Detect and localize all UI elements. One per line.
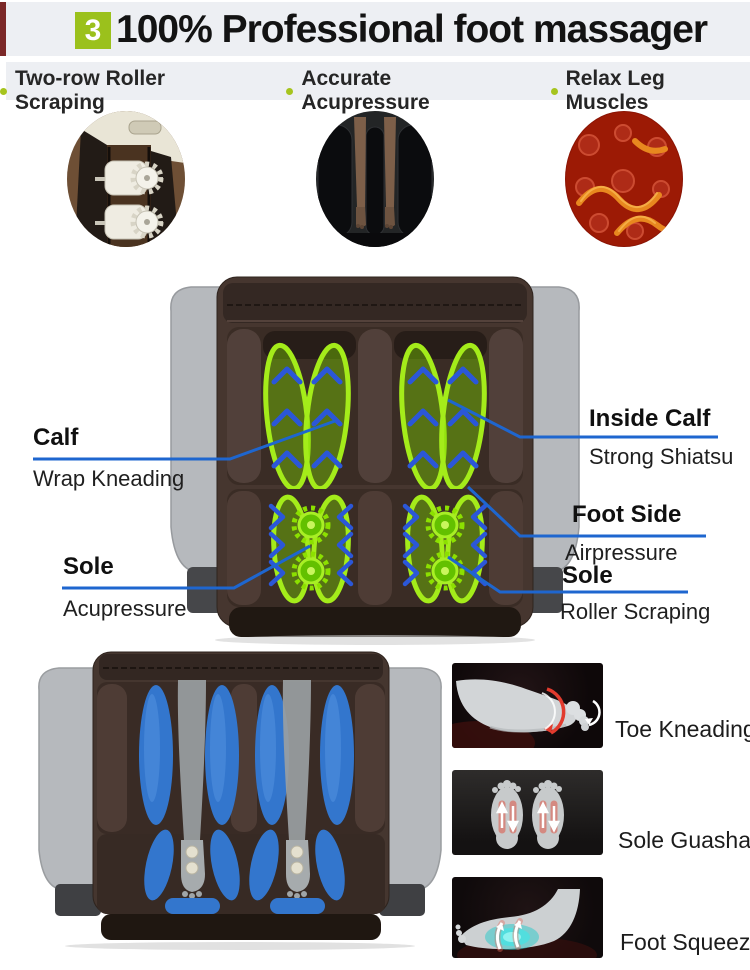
callout-lines [33, 398, 718, 594]
toe-kneading-photo [452, 663, 603, 748]
calf-leg-massager-photo [316, 111, 434, 247]
squeeze-arrows-icon [495, 920, 522, 950]
toe-kneading-graphic [452, 679, 601, 748]
roller-mechanism-photo [67, 111, 185, 247]
callout-calf-title: Calf [33, 424, 79, 451]
sole-guasha-label: Sole Guasha [618, 827, 750, 853]
blood-cells-graphic [565, 111, 683, 247]
callout-foot-side-subtitle: Airpressure [565, 540, 678, 565]
foot-squeeze-photo [452, 877, 603, 958]
white-roller-icon [95, 204, 164, 240]
callout-sole-right-subtitle: Roller Scraping [560, 599, 711, 624]
roller-mechanism-graphic [67, 111, 185, 247]
callout-inside-calf-title: Inside Calf [589, 405, 711, 432]
blood-circulation-photo [565, 111, 683, 247]
ankle-rollers-icon [185, 845, 304, 875]
airbag-massager-photo [38, 651, 442, 950]
blood-cells-icon [575, 124, 670, 240]
callout-foot-side-title: Foot Side [572, 501, 682, 528]
foot-side-callout-line [466, 485, 706, 538]
sole-guasha-graphic [491, 780, 564, 849]
legs-xray-icon [177, 680, 311, 899]
feature-list: Two-row Roller Scraping Accurate Acupres… [0, 67, 750, 115]
calf-airbags-icon [139, 685, 354, 825]
inside-calf-callout-line [447, 398, 718, 439]
calf-callout-line [33, 419, 336, 461]
white-roller-icon [95, 160, 164, 196]
features-band [6, 62, 750, 100]
callout-sole-left-subtitle: Acupressure [63, 596, 187, 621]
toe-kneading-label: Toe Kneading [615, 716, 750, 742]
page-title: 100% Professional foot massager [116, 8, 708, 51]
callout-sole-right-title: Sole [562, 562, 613, 589]
foot-squeeze-graphic [455, 889, 597, 958]
sole-right-callout-line [447, 555, 688, 594]
feature-label: Accurate Acupressure [301, 67, 430, 114]
callout-sole-left-title: Sole [63, 553, 114, 580]
massager-unit-graphic [170, 276, 580, 645]
bullet-dot-icon [286, 87, 294, 95]
header-band [6, 2, 750, 56]
feature-item: Relax Leg Muscles [550, 67, 750, 115]
section-number-badge: 3 [75, 12, 111, 49]
feature-label: Two-row Roller Scraping [15, 67, 166, 114]
feature-item: Accurate Acupressure [286, 67, 520, 115]
bullet-dot-icon [550, 87, 558, 95]
feature-label: Relax Leg Muscles [565, 67, 665, 114]
foot-airbags-icon [144, 829, 345, 914]
foot-massager-annotated-photo [33, 276, 718, 645]
callout-inside-calf-subtitle: Strong Shiatsu [589, 444, 734, 469]
leg-massager-graphic [316, 111, 434, 247]
sole-left-callout-line [62, 544, 311, 590]
callout-calf-subtitle: Wrap Kneading [33, 466, 185, 491]
sole-guasha-photo [452, 770, 603, 855]
foot-squeeze-label: Foot Squeeze [620, 929, 750, 955]
bare-legs-icon [354, 117, 396, 229]
feature-item: Two-row Roller Scraping [0, 67, 256, 115]
guasha-arrows-icon [495, 801, 561, 833]
bullet-dot-icon [0, 87, 7, 95]
